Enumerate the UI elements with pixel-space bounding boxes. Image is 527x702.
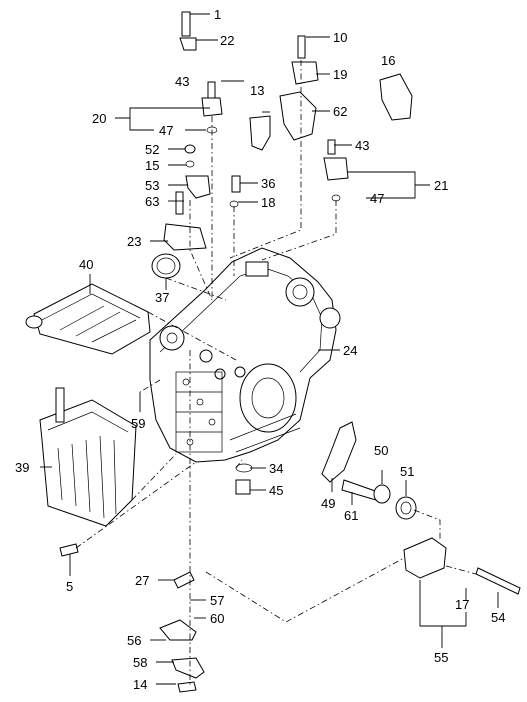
callout: 56	[127, 633, 141, 648]
callout: 53	[145, 178, 159, 193]
callout: 62	[333, 104, 347, 119]
callout: 20	[92, 111, 106, 126]
callout: 55	[434, 650, 448, 665]
oil-filter	[25, 283, 151, 355]
callout: 16	[381, 53, 395, 68]
callout: 45	[269, 483, 283, 498]
transaxle-case	[149, 247, 341, 463]
top-brackets	[151, 11, 413, 279]
callout: 58	[133, 655, 147, 670]
callout: 40	[79, 257, 93, 272]
callout: 27	[135, 573, 149, 588]
callout: 43	[175, 74, 189, 89]
callout: 50	[374, 443, 388, 458]
callout: 57	[210, 593, 224, 608]
callout: 23	[127, 234, 141, 249]
callout: 54	[491, 610, 505, 625]
callout: 1	[214, 7, 221, 22]
callout: 39	[15, 460, 29, 475]
callout: 22	[220, 33, 234, 48]
callout: 18	[261, 195, 275, 210]
callout: 43	[355, 138, 369, 153]
callout: 34	[269, 461, 283, 476]
callout: 24	[343, 343, 357, 358]
assembly-lines	[75, 60, 477, 686]
callout: 47	[370, 191, 384, 206]
callout: 21	[434, 178, 448, 193]
leader-lines	[40, 13, 499, 685]
callout: 19	[333, 67, 347, 82]
callout: 10	[333, 30, 347, 45]
callout: 47	[159, 123, 173, 138]
oil-pan	[39, 387, 137, 527]
callout-labels: 1 22 10 16 43 19 13 62 20 47 52 15 53 36…	[15, 7, 505, 692]
callout: 51	[400, 464, 414, 479]
callout: 49	[321, 496, 335, 511]
callout: 60	[210, 611, 224, 626]
callout: 61	[344, 508, 358, 523]
callout: 15	[145, 158, 159, 173]
callout: 63	[145, 194, 159, 209]
callout: 13	[250, 83, 264, 98]
callout: 5	[66, 579, 73, 594]
callout: 14	[133, 677, 147, 692]
callout: 36	[261, 176, 275, 191]
callout: 37	[155, 290, 169, 305]
callout: 52	[145, 142, 159, 157]
callout: 59	[131, 416, 145, 431]
shift-lever-parts	[59, 421, 521, 693]
callout: 17	[455, 597, 469, 612]
